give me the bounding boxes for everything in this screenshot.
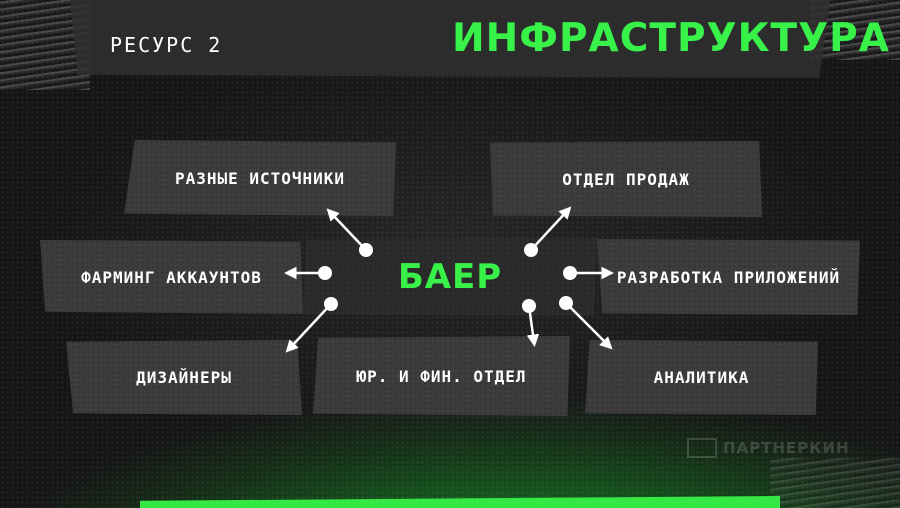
arrow-to-sources [326,208,373,257]
resource-label: РЕСУРС 2 [110,33,223,57]
node-farming: ФАРМИНГ АККАУНТОВ [40,240,303,314]
node-analytics: АНАЛИТИКА [585,340,818,415]
arrow-to-designers [285,297,338,353]
node-app-development: РАЗРАБОТКА ПРИЛОЖЕНИЙ [597,239,860,315]
watermark: ПАРТНЕРКИН [687,438,850,458]
arrow-to-sales [524,206,572,257]
node-designers: ДИЗАЙНЕРЫ [66,340,302,415]
node-sales: ОТДЕЛ ПРОДАЖ [490,141,762,217]
center-node: БАЕР [303,238,597,316]
center-label: БАЕР [397,257,503,297]
arrow-to-legal-finance [522,299,540,347]
arrow-to-app-development [563,266,614,280]
header-band [70,0,830,78]
arrow-to-farming [284,266,332,280]
arrow-to-analytics [559,296,613,350]
page-title: ИНФРАСТРУКТУРА [452,16,890,61]
watermark-text: ПАРТНЕРКИН [723,439,850,457]
brush-texture-bottom-right [770,458,900,508]
watermark-logo-icon [687,438,717,458]
node-legal-finance: ЮР. И ФИН. ОТДЕЛ [313,336,570,416]
node-sources: РАЗНЫЕ ИСТОЧНИКИ [124,140,396,216]
